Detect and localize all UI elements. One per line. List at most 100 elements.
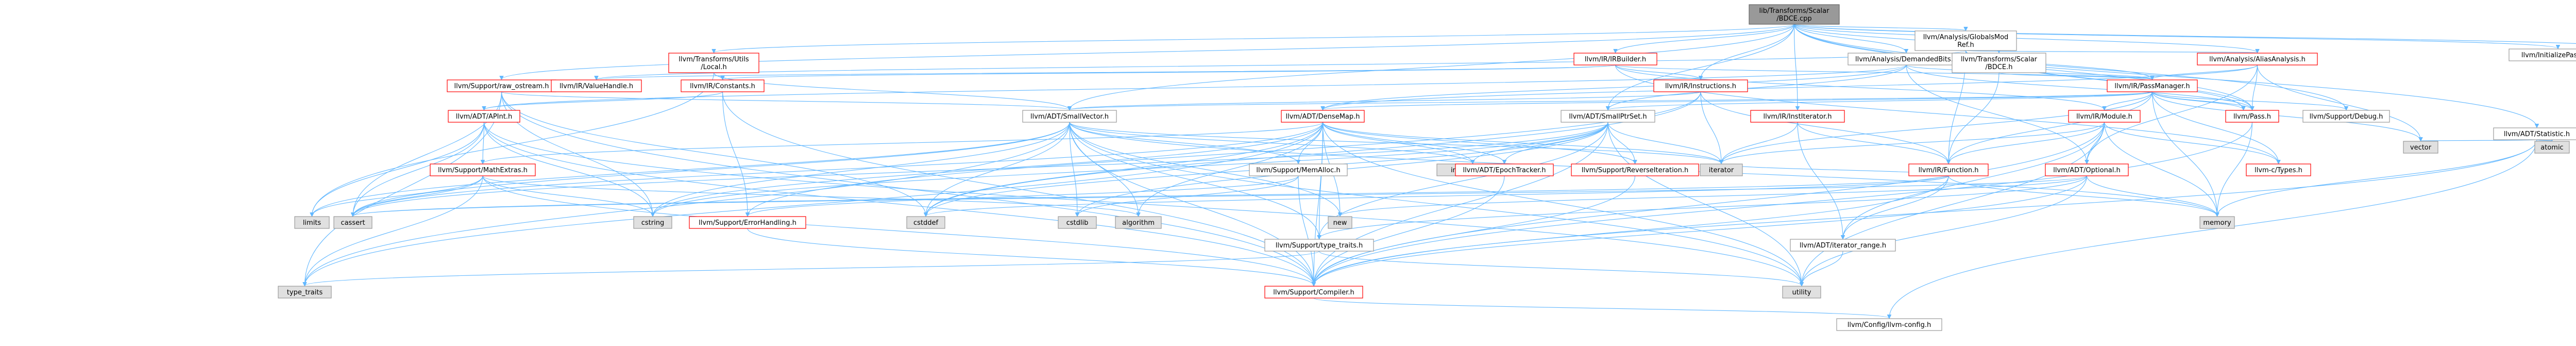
node-box bbox=[1653, 79, 1748, 92]
node-label: llvm/ADT/DenseMap.h bbox=[1285, 113, 1360, 121]
node-label: llvm/Support/ReverseIteration.h bbox=[1582, 167, 1689, 174]
edge-globalsmodref-to-valuehandle bbox=[597, 50, 1967, 79]
node-label: llvm/IR/IRBuilder.h bbox=[1585, 56, 1646, 63]
node-smallvector[interactable]: llvm/ADT/SmallVector.h bbox=[1022, 110, 1117, 123]
node-label: llvm/IR/InstIterator.h bbox=[1764, 113, 1832, 121]
node-compiler[interactable]: llvm/Support/Compiler.h bbox=[1264, 286, 1363, 299]
node-label: llvm/InitializePasses.h bbox=[2521, 52, 2576, 59]
node-box bbox=[1908, 163, 1989, 176]
node-box bbox=[1573, 53, 1657, 65]
node-statistic[interactable]: llvm/ADT/Statistic.h bbox=[2493, 127, 2576, 140]
edge-irbuilder-to-passmanager bbox=[1615, 64, 2153, 79]
node-root[interactable]: lib/Transforms/Scalar/BDCE.cpp bbox=[1749, 4, 1840, 25]
node-box bbox=[2068, 110, 2141, 123]
edge-module-to-iteratorrange bbox=[1843, 122, 2105, 239]
node-llvmconfig[interactable]: llvm/Config/llvm-config.h bbox=[1836, 318, 1942, 331]
node-label: vector bbox=[2410, 144, 2432, 152]
node-apint[interactable]: llvm/ADT/APInt.h bbox=[448, 110, 520, 123]
edge-optional-to-cassert bbox=[353, 175, 2088, 216]
node-iteratorrange[interactable]: llvm/ADT/iterator_range.h bbox=[1790, 239, 1896, 252]
edge-densemap-to-epochtracker bbox=[1322, 122, 1505, 163]
node-label: llvm/Analysis/AliasAnalysis.h bbox=[2209, 56, 2306, 63]
node-utility: utility bbox=[1782, 286, 1821, 299]
edge-irfunction-to-cstddef bbox=[926, 175, 1949, 216]
node-box bbox=[448, 110, 520, 123]
node-typetraitsllvm[interactable]: llvm/Support/type_traits.h bbox=[1264, 239, 1374, 252]
node-reverseiteration[interactable]: llvm/Support/ReverseIteration.h bbox=[1571, 163, 1699, 176]
node-rawostream[interactable]: llvm/Support/raw_ostream.h bbox=[447, 79, 556, 92]
node-memory: memory bbox=[2199, 216, 2235, 229]
edge-smallvector-to-climits bbox=[312, 122, 1070, 216]
node-label: llvm/IR/ValueHandle.h bbox=[560, 83, 633, 90]
edge-apint-to-compiler bbox=[483, 122, 1314, 286]
node-box bbox=[2225, 110, 2279, 123]
node-box bbox=[1249, 163, 1348, 176]
node-mathextras[interactable]: llvm/Support/MathExtras.h bbox=[430, 163, 536, 176]
node-module[interactable]: llvm/IR/Module.h bbox=[2068, 110, 2141, 123]
edge-mathextras-to-climits bbox=[312, 175, 483, 216]
node-demandedbits[interactable]: llvm/Analysis/DemandedBits.h bbox=[1848, 53, 1965, 65]
node-box bbox=[2302, 110, 2390, 123]
edge-memalloc-to-errorhandling bbox=[748, 175, 1299, 216]
edge-root-to-demandedbits bbox=[1793, 24, 1907, 53]
node-label: llvm/Pass.h bbox=[2233, 113, 2271, 121]
node-box bbox=[1022, 110, 1117, 123]
node-box bbox=[1264, 239, 1374, 252]
node-utilslocal[interactable]: llvm/Transforms/Utils/Local.h bbox=[668, 53, 759, 73]
node-label: llvm/Transforms/Scalar bbox=[1961, 56, 2038, 63]
edge-apint-to-climits bbox=[312, 122, 485, 216]
node-institerator[interactable]: llvm/IR/InstIterator.h bbox=[1750, 110, 1845, 123]
node-valuehandle[interactable]: llvm/IR/ValueHandle.h bbox=[551, 79, 642, 92]
node-box bbox=[668, 53, 759, 73]
edge-root-to-globalsmodref bbox=[1793, 24, 1966, 30]
edge-typetraitsllvm-to-utility bbox=[1318, 251, 1802, 286]
node-memalloc[interactable]: llvm/Support/MemAlloc.h bbox=[1249, 163, 1348, 176]
node-irbuilder[interactable]: llvm/IR/IRBuilder.h bbox=[1573, 53, 1657, 65]
edge-module-to-ctypes bbox=[2104, 122, 2279, 163]
node-epochtracker[interactable]: llvm/ADT/EpochTracker.h bbox=[1455, 163, 1554, 176]
edge-module-to-irfunction bbox=[1948, 122, 2105, 163]
node-initializepasses[interactable]: llvm/InitializePasses.h bbox=[2509, 48, 2576, 61]
edge-mathextras-to-algorithm bbox=[482, 175, 1139, 216]
node-constants[interactable]: llvm/IR/Constants.h bbox=[681, 79, 765, 92]
node-box bbox=[1571, 163, 1699, 176]
node-smallptrset[interactable]: llvm/ADT/SmallPtrSet.h bbox=[1561, 110, 1655, 123]
node-label: llvm/Support/ErrorHandling.h bbox=[699, 219, 796, 227]
edge-apint-to-cstring bbox=[483, 122, 653, 216]
edge-smallvector-to-typetraits bbox=[305, 122, 1070, 286]
node-label: llvm/IR/Constants.h bbox=[690, 83, 755, 90]
edge-pass-to-memory bbox=[2217, 122, 2253, 216]
edge-rawostream-to-cstddef bbox=[501, 91, 926, 216]
edge-passmanager-to-densemap bbox=[1323, 91, 2153, 110]
node-box bbox=[2199, 216, 2235, 229]
edge-densemap-to-initializerlist bbox=[1322, 122, 1473, 163]
node-box bbox=[1700, 163, 1743, 176]
edge-memalloc-to-cstdlib bbox=[1077, 175, 1299, 216]
node-box bbox=[2493, 127, 2576, 140]
node-label: utility bbox=[1792, 289, 1811, 296]
node-densemap[interactable]: llvm/ADT/DenseMap.h bbox=[1281, 110, 1365, 123]
node-box bbox=[2246, 163, 2311, 176]
node-aliasanalysis[interactable]: llvm/Analysis/AliasAnalysis.h bbox=[2197, 53, 2318, 65]
node-instructions[interactable]: llvm/IR/Instructions.h bbox=[1653, 79, 1748, 92]
node-irfunction[interactable]: llvm/IR/Function.h bbox=[1908, 163, 1989, 176]
node-label: llvm/IR/Module.h bbox=[2076, 113, 2132, 121]
edge-irfunction-to-cassert bbox=[353, 175, 1949, 216]
node-errorhandling[interactable]: llvm/Support/ErrorHandling.h bbox=[689, 216, 806, 229]
node-box bbox=[1750, 110, 1845, 123]
edge-rawostream-to-typetraits bbox=[305, 91, 502, 286]
node-passmanager[interactable]: llvm/IR/PassManager.h bbox=[2107, 79, 2198, 92]
node-label: limits bbox=[303, 219, 321, 227]
edge-optional-to-utility bbox=[1802, 175, 2088, 286]
node-supportdebug[interactable]: llvm/Support/Debug.h bbox=[2302, 110, 2390, 123]
edge-smallptrset-to-cstring bbox=[653, 122, 1608, 216]
edge-irbuilder-to-instructions bbox=[1615, 64, 1701, 79]
node-pass[interactable]: llvm/Pass.h bbox=[2225, 110, 2279, 123]
edge-passmanager-to-memory bbox=[2151, 91, 2217, 216]
edge-instructions-to-irfunction bbox=[1700, 91, 1948, 163]
edge-root-to-instructions bbox=[1701, 24, 1795, 79]
node-ctypes[interactable]: llvm-c/Types.h bbox=[2246, 163, 2311, 176]
node-scalarbdce[interactable]: llvm/Transforms/Scalar/BDCE.h bbox=[1952, 53, 2046, 73]
node-optional[interactable]: llvm/ADT/Optional.h bbox=[2045, 163, 2129, 176]
